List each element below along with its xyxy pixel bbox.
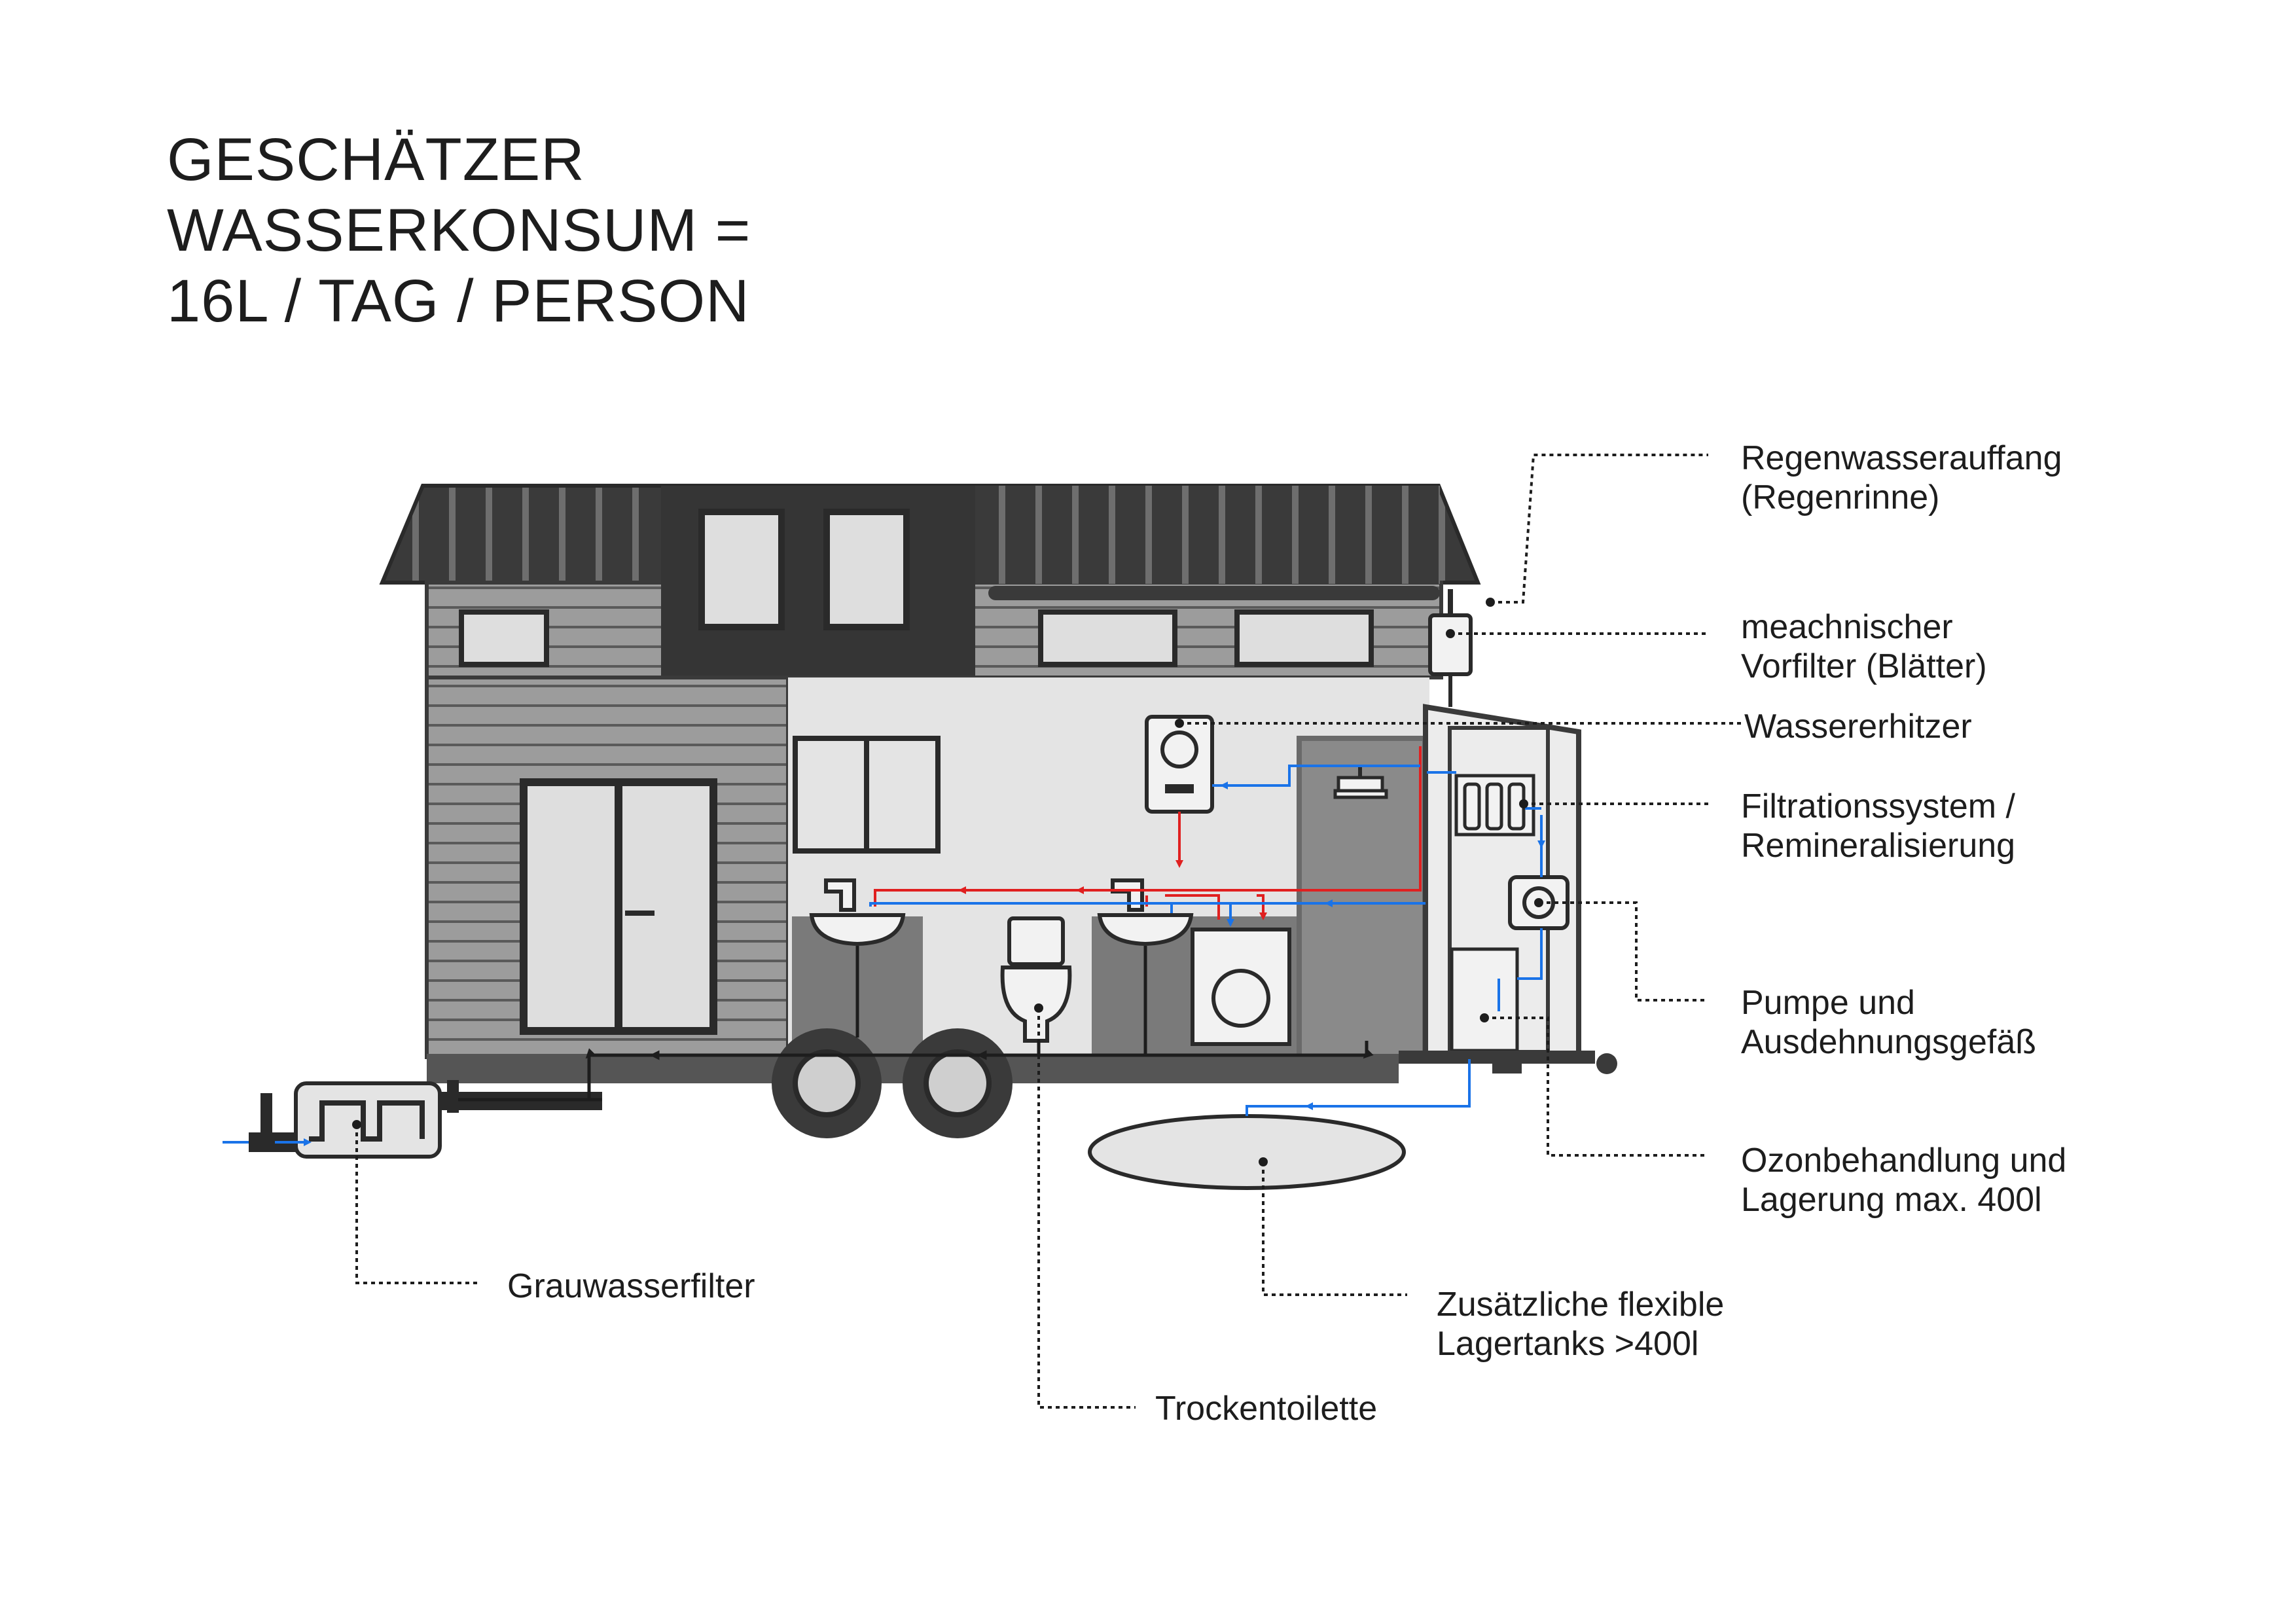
label-pump-line-2: Ausdehnungsgefäß xyxy=(1741,1023,2037,1061)
rain-gutter xyxy=(988,586,1440,600)
sink-right xyxy=(1097,913,1194,947)
exterior-wall xyxy=(425,676,790,1059)
label-flexible-tanks: Zusätzliche flexible Lagertanks >400l xyxy=(1437,1285,1724,1363)
small-window xyxy=(459,609,549,667)
sink-left xyxy=(809,913,906,947)
tech-room xyxy=(1423,589,1581,1062)
label-greywater-filter: Grauwasserfilter xyxy=(507,1267,755,1305)
title-line-1: GESCHÄTZER xyxy=(167,126,585,193)
dry-toilet xyxy=(1000,965,1072,1043)
label-ozone: Ozonbehandlung und Lagerung max. 400l xyxy=(1741,1141,2066,1219)
title-line-2: WASSERKONSUM = xyxy=(167,197,751,264)
cold-water-pipes xyxy=(223,765,1545,1146)
leader-lines xyxy=(355,454,1741,1409)
interior xyxy=(788,677,1429,1060)
shower-head xyxy=(1333,776,1388,799)
label-flexible-tanks-line-1: Zusätzliche flexible xyxy=(1437,1286,1725,1324)
greywater-pipes xyxy=(458,946,1374,1102)
label-ozone-line-2: Lagerung max. 400l xyxy=(1741,1181,2042,1219)
label-water-heater: Wassererhitzer xyxy=(1744,708,1972,746)
wheel-2 xyxy=(903,1028,1013,1138)
toilet-tank xyxy=(1007,916,1065,966)
label-prefilter: meachnischer Vorfilter (Blätter) xyxy=(1741,607,1987,686)
flexible-tank xyxy=(1088,1114,1406,1190)
label-rain-collection: Regenwasserauffang (Regenrinne) xyxy=(1741,439,2062,517)
prefilter xyxy=(1428,613,1473,676)
faucet-left xyxy=(824,878,856,912)
leader-anchors xyxy=(352,598,1543,1166)
title-line-3: 16L / TAG / PERSON xyxy=(167,268,750,334)
label-prefilter-line-2: Vorfilter (Blätter) xyxy=(1741,647,1987,685)
label-pump-line-1: Pumpe und xyxy=(1741,984,1915,1022)
label-pump: Pumpe und Ausdehnungsgefäß xyxy=(1741,983,2036,1062)
label-dry-toilet: Trockentoilette xyxy=(1155,1390,1378,1428)
label-rain-collection-line-1: Regenwasserauffang xyxy=(1741,439,2062,477)
ozone-tank xyxy=(1450,947,1519,1053)
label-filtration-line-2: Remineralisierung xyxy=(1741,827,2016,865)
label-ozone-line-1: Ozonbehandlung und xyxy=(1741,1142,2067,1180)
label-prefilter-line-1: meachnischer xyxy=(1741,608,1953,646)
label-flexible-tanks-line-2: Lagertanks >400l xyxy=(1437,1325,1699,1363)
hot-water-pipes xyxy=(874,746,1422,920)
wide-window-2 xyxy=(1234,609,1374,667)
greywater-filter-unit xyxy=(249,1080,602,1159)
label-rain-collection-line-2: (Regenrinne) xyxy=(1741,478,1940,516)
loft-window-left xyxy=(698,509,785,630)
wide-window-1 xyxy=(1038,609,1177,667)
page-title: GESCHÄTZER WASSERKONSUM = 16L / TAG / PE… xyxy=(167,124,751,336)
label-filtration-line-1: Filtrationssystem / xyxy=(1741,787,2015,825)
loft xyxy=(425,486,1443,679)
loft-window-right xyxy=(823,509,910,630)
wheel-1 xyxy=(772,1028,882,1138)
label-filtration: Filtrationssystem / Remineralisierung xyxy=(1741,787,2015,865)
